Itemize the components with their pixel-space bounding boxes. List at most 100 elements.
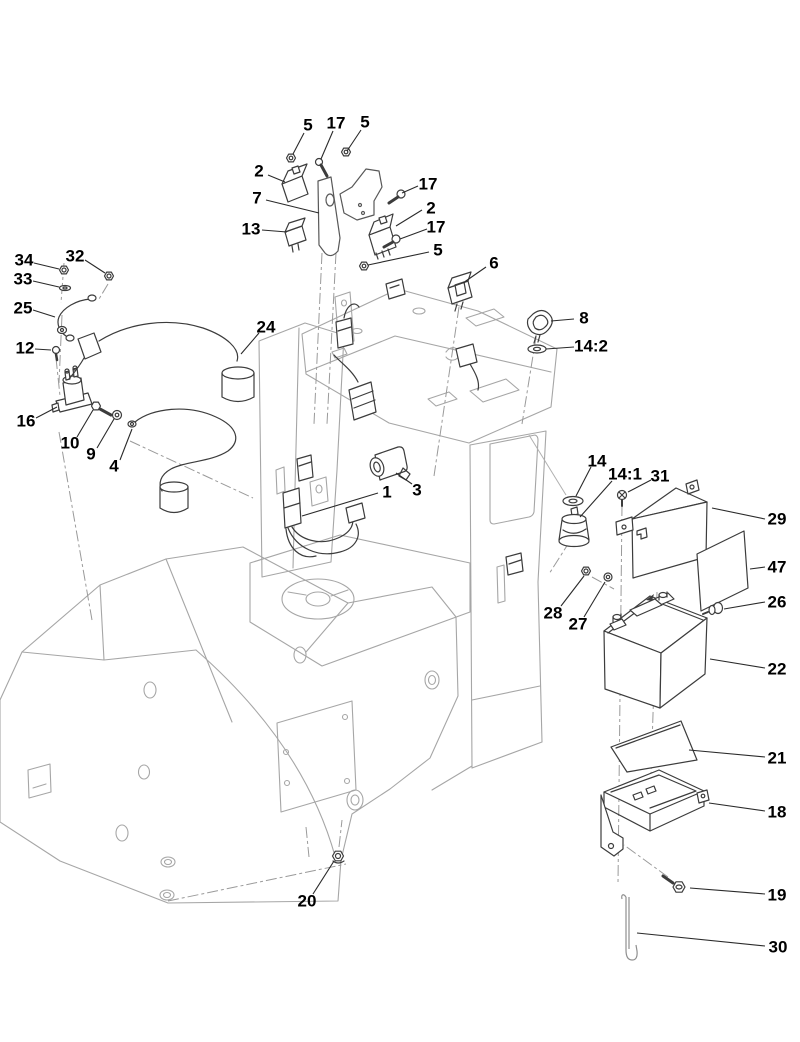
callout-4: 4 xyxy=(109,457,119,476)
electrical-parts xyxy=(51,147,749,893)
leader-line-13 xyxy=(261,229,288,233)
battery-cable xyxy=(68,321,255,403)
leader-line-2 xyxy=(395,209,423,227)
leader-line-5 xyxy=(367,251,430,266)
nut xyxy=(58,265,115,281)
j-hook-rod xyxy=(621,894,638,961)
washer xyxy=(562,495,584,507)
callout-34: 34 xyxy=(15,251,34,270)
callout-20: 20 xyxy=(298,892,317,911)
leader-line-47 xyxy=(749,566,766,570)
isolation-mount xyxy=(558,506,590,548)
callout-22: 22 xyxy=(768,660,787,679)
machine-body xyxy=(0,288,558,904)
leader-line-29 xyxy=(711,507,766,520)
battery xyxy=(603,591,708,709)
callout-21: 21 xyxy=(768,749,787,768)
leader-line-25 xyxy=(32,309,56,318)
starter-solenoid xyxy=(51,365,93,413)
leader-line-7 xyxy=(265,199,320,214)
callout-13: 13 xyxy=(242,220,261,239)
callout-19: 19 xyxy=(768,886,787,905)
leader-line-2 xyxy=(267,174,286,183)
leader-line-17 xyxy=(320,130,334,160)
screw xyxy=(314,157,329,178)
callout-5: 5 xyxy=(360,113,369,132)
leader-line-26 xyxy=(723,601,766,610)
leader-line-17 xyxy=(401,185,419,194)
callout-6: 6 xyxy=(489,254,498,273)
screw xyxy=(382,234,401,249)
leader-line-6 xyxy=(462,266,487,284)
callout-16: 16 xyxy=(17,412,36,431)
leader-line-28 xyxy=(560,575,585,607)
callout-47: 47 xyxy=(768,558,787,577)
leader-line-12 xyxy=(34,348,52,351)
callout-17: 17 xyxy=(419,175,438,194)
callout-9: 9 xyxy=(86,445,95,464)
switch xyxy=(447,271,473,312)
washer xyxy=(111,409,123,421)
callout-14:1: 14:1 xyxy=(608,465,642,484)
leader-line-17 xyxy=(399,228,428,240)
callout-17: 17 xyxy=(427,218,446,237)
leader-line-5 xyxy=(346,129,362,152)
leader-line-34 xyxy=(33,262,60,270)
callout-29: 29 xyxy=(768,510,787,529)
screw xyxy=(616,489,628,507)
callout-33: 33 xyxy=(14,270,33,289)
ignition-key xyxy=(526,309,553,344)
leader-line-14 xyxy=(575,466,592,497)
wire-harness xyxy=(282,487,366,558)
callout-24: 24 xyxy=(257,318,276,337)
leader-line-14:2 xyxy=(545,346,575,350)
leader-line-8 xyxy=(550,318,575,322)
callout-30: 30 xyxy=(769,938,788,957)
callout-10: 10 xyxy=(61,434,80,453)
callout-3: 3 xyxy=(412,481,421,500)
callout-2: 2 xyxy=(426,199,435,218)
mount-attach-line xyxy=(528,434,567,496)
callout-27: 27 xyxy=(569,615,588,634)
battery-cable xyxy=(127,408,237,514)
callout-5: 5 xyxy=(433,241,442,260)
ground-cable xyxy=(56,294,97,342)
leader-line-19 xyxy=(689,887,766,895)
screw xyxy=(387,189,406,205)
callout-2: 2 xyxy=(254,162,263,181)
callout-26: 26 xyxy=(768,593,787,612)
battery-cover xyxy=(615,479,708,579)
leader-line-30 xyxy=(636,932,766,947)
screw xyxy=(51,345,61,362)
leader-line-18 xyxy=(708,802,766,812)
machine-chassis xyxy=(0,546,459,904)
callout-18: 18 xyxy=(768,803,787,822)
battery-pad xyxy=(610,720,698,773)
leader-line-1 xyxy=(301,492,379,517)
nut xyxy=(580,566,592,576)
leader-line-10 xyxy=(76,409,94,438)
decal-panel xyxy=(696,530,749,612)
leader-line-9 xyxy=(96,418,115,449)
relay xyxy=(281,163,309,203)
leader-line-31 xyxy=(627,479,652,493)
leader-line-24 xyxy=(240,332,260,355)
bolt xyxy=(702,601,724,616)
key-switch xyxy=(369,446,411,481)
machine-top-deck xyxy=(301,288,558,444)
leader-line-16 xyxy=(35,406,58,419)
leader-lines xyxy=(32,129,766,947)
callout-28: 28 xyxy=(544,604,563,623)
bolt xyxy=(661,874,686,893)
leader-line-27 xyxy=(583,581,606,618)
callout-12: 12 xyxy=(16,339,35,358)
small-relay xyxy=(284,217,307,253)
washer xyxy=(58,284,72,292)
leader-line-20 xyxy=(312,860,335,895)
callout-32: 32 xyxy=(66,247,85,266)
harness-connector xyxy=(296,278,524,576)
washer xyxy=(603,572,613,582)
leader-line-4 xyxy=(119,428,133,461)
